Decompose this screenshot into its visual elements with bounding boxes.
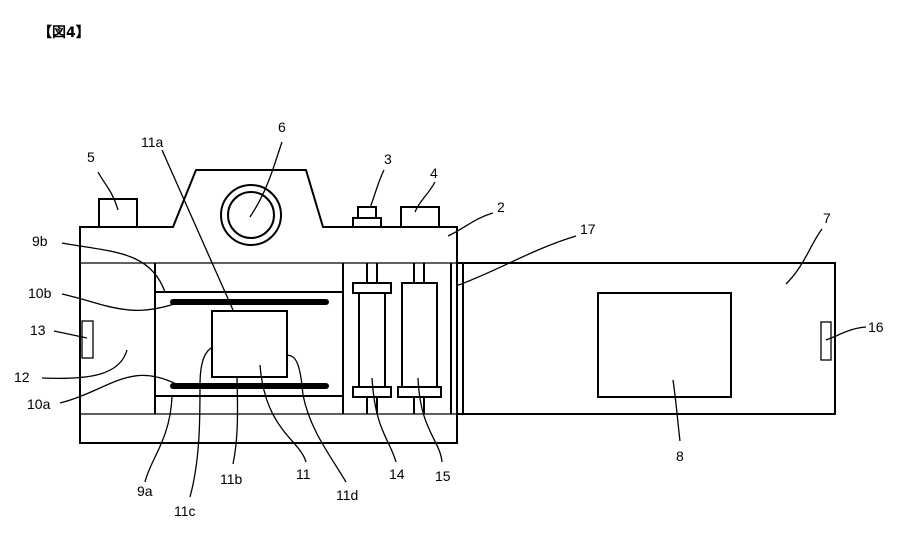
label-11: 11 <box>296 466 311 482</box>
label-6: 6 <box>278 119 286 135</box>
label-7: 7 <box>823 210 831 226</box>
extension-unit <box>456 262 836 415</box>
leader-lines <box>41 141 867 498</box>
spool-right <box>397 263 442 414</box>
label-13: 13 <box>30 322 46 338</box>
spool-left-bottom-flange <box>352 386 392 398</box>
lens-outer-ring <box>220 184 282 246</box>
leader-9b <box>61 242 166 293</box>
display-panel <box>597 292 732 398</box>
viewfinder-lens <box>220 184 282 246</box>
leader-10a <box>59 374 179 404</box>
leader-13 <box>53 330 88 339</box>
leader-9a <box>144 396 173 483</box>
shutter-base <box>352 217 382 228</box>
label-10b: 10b <box>28 285 52 301</box>
label-11b: 11b <box>220 471 243 487</box>
shutter-button <box>352 206 382 228</box>
extension-unit-outline <box>456 262 836 415</box>
leader-12 <box>41 349 128 380</box>
leader-16 <box>825 326 867 341</box>
label-14: 14 <box>389 466 405 482</box>
label-10a: 10a <box>27 396 51 412</box>
left-connector <box>81 320 94 359</box>
leader-2 <box>447 212 494 237</box>
label-11a: 11a <box>141 134 164 150</box>
label-11d: 11d <box>336 487 358 503</box>
spool-right-body <box>401 282 438 388</box>
leader-4 <box>414 181 436 213</box>
label-3: 3 <box>384 151 392 167</box>
leader-15 <box>417 377 443 463</box>
sensor-block <box>211 310 288 378</box>
label-9a: 9a <box>137 483 153 499</box>
sensor-chamber <box>154 263 344 414</box>
leader-14 <box>371 377 397 463</box>
label-16: 16 <box>868 319 884 335</box>
lens-inner-ring <box>227 191 275 239</box>
leader-3 <box>369 169 385 209</box>
leader-10b <box>61 293 181 312</box>
top-control <box>400 206 440 228</box>
label-11c: 11c <box>174 503 196 519</box>
reference-numerals: 5 11a 6 3 4 2 17 7 9b 10b 13 12 10a 9a 1… <box>14 119 884 519</box>
leader-11d <box>286 354 347 483</box>
label-15: 15 <box>435 468 451 484</box>
spool-left <box>352 263 392 414</box>
label-4: 4 <box>430 165 438 181</box>
top-control-left <box>98 198 138 228</box>
leader-7 <box>785 228 823 285</box>
label-8: 8 <box>676 448 684 464</box>
leader-17 <box>455 235 577 287</box>
leader-11c <box>189 346 214 498</box>
right-connector <box>820 321 832 361</box>
label-17: 17 <box>580 221 596 237</box>
leader-8 <box>672 379 681 442</box>
spool-left-top-flange <box>352 282 392 294</box>
leader-11 <box>259 364 307 463</box>
label-2: 2 <box>497 199 505 215</box>
leader-6 <box>249 141 283 218</box>
leader-5 <box>97 171 119 211</box>
label-9b: 9b <box>32 233 48 249</box>
shutter-cap <box>357 206 377 219</box>
figure-title: 【図4】 <box>38 25 90 41</box>
leader-11b <box>232 376 239 465</box>
label-5: 5 <box>87 149 95 165</box>
leader-11a <box>161 149 234 311</box>
label-12: 12 <box>14 369 30 385</box>
